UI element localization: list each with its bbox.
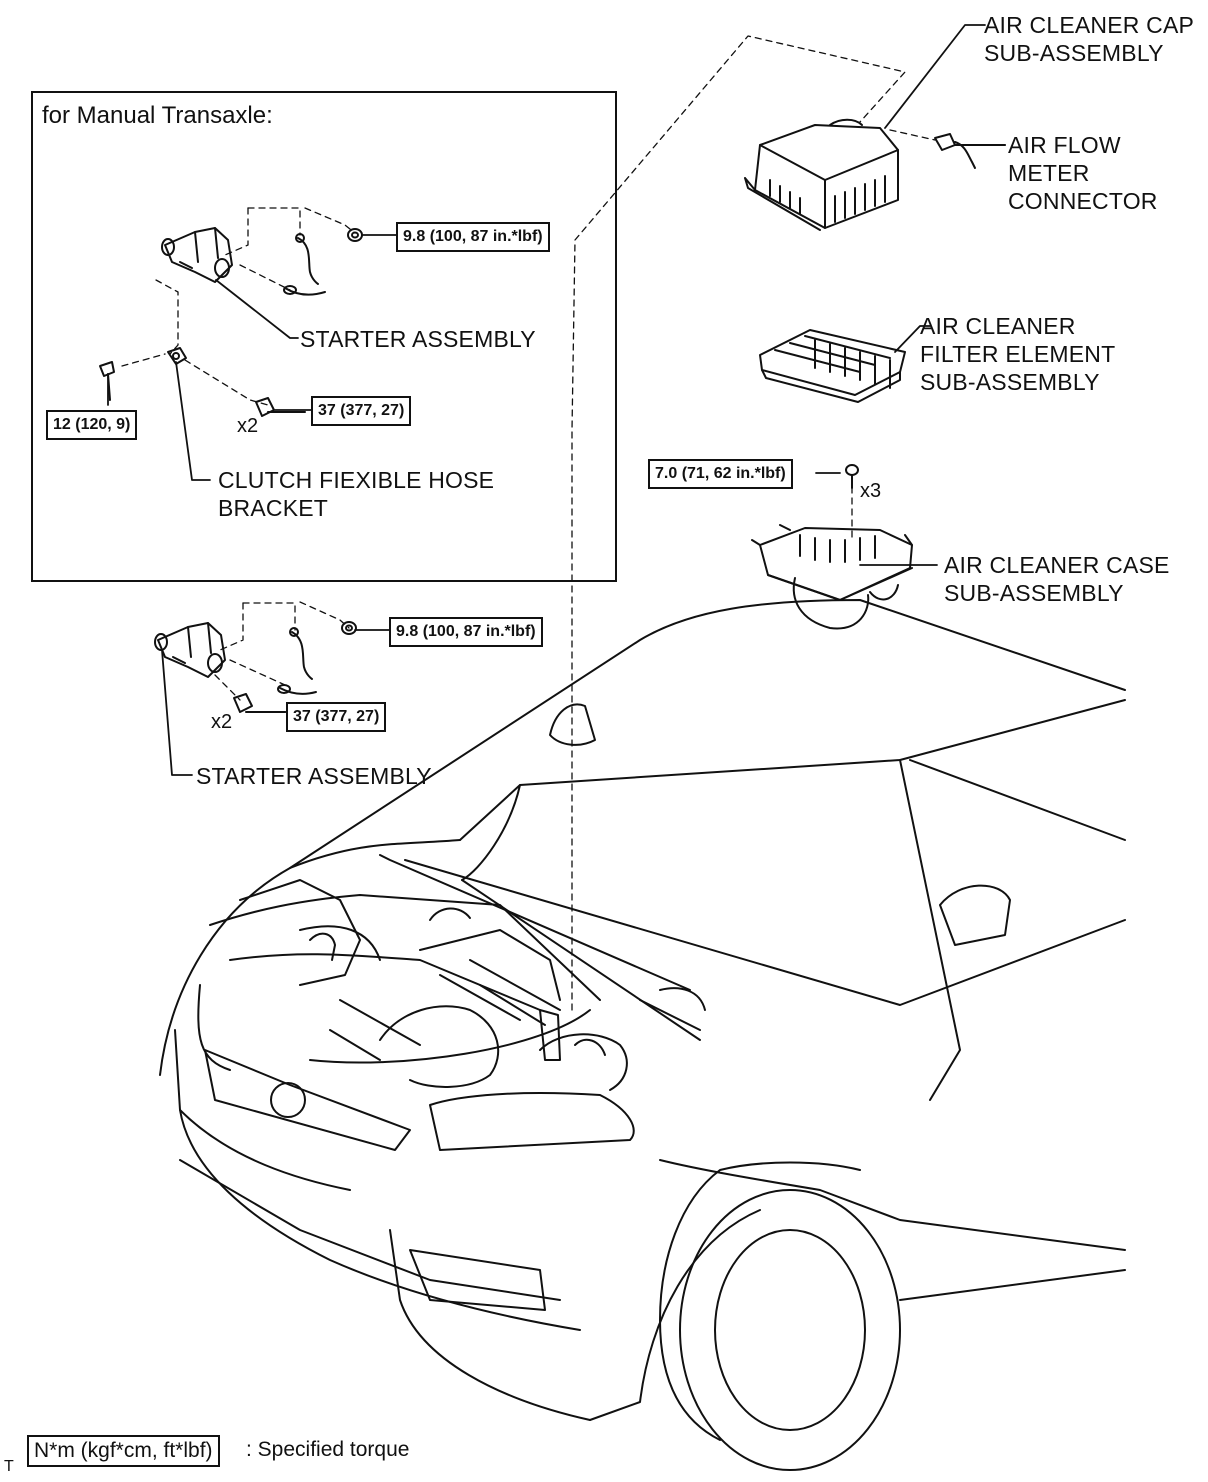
air-cleaner-filter-label: AIR CLEANER FILTER ELEMENT SUB-ASSEMBLY xyxy=(920,313,1116,395)
starter-bolts-qty-at: x2 xyxy=(211,711,233,733)
nut-at xyxy=(341,621,357,635)
starter-bolts-at xyxy=(233,693,286,713)
torque-air-cleaner-case: 7.0 (71, 62 in.*lbf) xyxy=(648,459,793,489)
clutch-hose-bracket xyxy=(167,347,187,365)
corner-mark: T xyxy=(4,1458,14,1475)
torque-starter-bolts-mt: 37 (377, 27) xyxy=(311,396,412,426)
torque-starter-bolts-at: 37 (377, 27) xyxy=(286,702,387,732)
air-cleaner-filter xyxy=(759,329,906,403)
torque-bracket-bolt: 12 (120, 9) xyxy=(46,410,138,440)
case-bolts-qty: x3 xyxy=(860,480,882,502)
starter-assembly-mt xyxy=(161,227,233,283)
torque-nut-mt: 9.8 (100, 87 in.*lbf) xyxy=(396,222,550,252)
air-cleaner-cap xyxy=(744,118,899,231)
air-cleaner-case-label: AIR CLEANER CASE SUB-ASSEMBLY xyxy=(944,552,1170,606)
air-cleaner-case-bolt xyxy=(845,464,859,489)
air-flow-meter-connector xyxy=(934,133,1006,169)
torque-nut-at: 9.8 (100, 87 in.*lbf) xyxy=(389,617,543,647)
air-flow-meter-connector-label: AIR FLOW METER CONNECTOR xyxy=(1008,132,1158,214)
starter-assembly-label-at: STARTER ASSEMBLY xyxy=(196,763,432,789)
starter-bolts-mt xyxy=(255,397,306,417)
leader-lines xyxy=(107,24,1006,776)
starter-bolts-qty-mt: x2 xyxy=(237,415,259,437)
starter-assembly-at xyxy=(154,622,226,678)
starter-cable-mt xyxy=(283,233,326,296)
vehicle-outline xyxy=(159,599,1126,1471)
starter-assembly-label-mt: STARTER ASSEMBLY xyxy=(300,326,536,352)
air-cleaner-cap-label: AIR CLEANER CAP SUB-ASSEMBLY xyxy=(984,12,1195,66)
legend-text: : Specified torque xyxy=(246,1438,410,1461)
manual-transaxle-inset xyxy=(31,91,617,582)
clutch-hose-bracket-label: CLUTCH FIEXIBLE HOSE BRACKET xyxy=(218,467,495,521)
starter-cable-at xyxy=(277,627,317,695)
dashed-guide-lines xyxy=(121,35,936,1011)
legend-unit-box: N*m (kgf*cm, ft*lbf) xyxy=(27,1435,220,1467)
manual-transaxle-title: for Manual Transaxle: xyxy=(42,102,273,129)
air-cleaner-case xyxy=(751,524,913,630)
